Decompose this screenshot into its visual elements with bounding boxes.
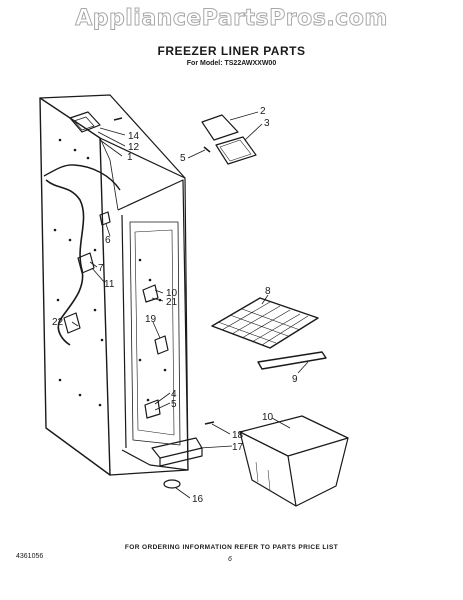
callout-15: 14 [128, 131, 140, 142]
wire-shelf [211, 297, 319, 349]
model-number: For Model: TS22AWXXW00 [186, 60, 277, 67]
callout-11: 10 [166, 288, 178, 299]
callout-18: 18 [232, 430, 244, 441]
freezer-basket [239, 415, 349, 507]
part-callouts: 14 12 1 2 3 5 6 7 11 10 21 19 22 4 5 8 9… [52, 106, 298, 505]
callout-12: 11 [104, 279, 115, 290]
callout-8: 8 [265, 286, 271, 297]
drawer-track [151, 421, 215, 467]
clip [154, 335, 169, 355]
site-watermark: AppliancePartsPros.com [75, 6, 388, 32]
mounting-clips [63, 211, 159, 334]
callout-6: 6 [105, 235, 111, 246]
callout-9: 9 [292, 374, 298, 385]
ordering-note: FOR ORDERING INFORMATION REFER TO PARTS … [124, 544, 339, 551]
callout-3: 3 [264, 118, 270, 129]
callout-7: 7 [98, 263, 104, 274]
callout-22: 22 [52, 317, 64, 328]
callout-5b: 5 [171, 399, 177, 410]
callout-19: 19 [145, 314, 157, 325]
callout-2: 2 [260, 106, 266, 117]
callout-16: 16 [192, 494, 204, 505]
page-number: 6 [228, 556, 232, 563]
diagram-title: FREEZER LINER PARTS [157, 44, 306, 58]
callout-4: 4 [171, 389, 177, 400]
freezer-liner [39, 94, 189, 476]
leveling-cap [163, 479, 181, 489]
callout-21: 21 [166, 297, 178, 308]
callout-1: 1 [127, 152, 133, 163]
callout-5a: 5 [180, 153, 186, 164]
shelf-support [144, 399, 161, 419]
callout-10: 10 [262, 412, 274, 423]
callout-14: 12 [128, 142, 140, 153]
document-number: 4361056 [16, 553, 44, 560]
top-hinge-bracket [69, 111, 123, 133]
shelf-trim [257, 351, 327, 370]
callout-17: 17 [232, 442, 244, 453]
light-housing [201, 114, 257, 165]
